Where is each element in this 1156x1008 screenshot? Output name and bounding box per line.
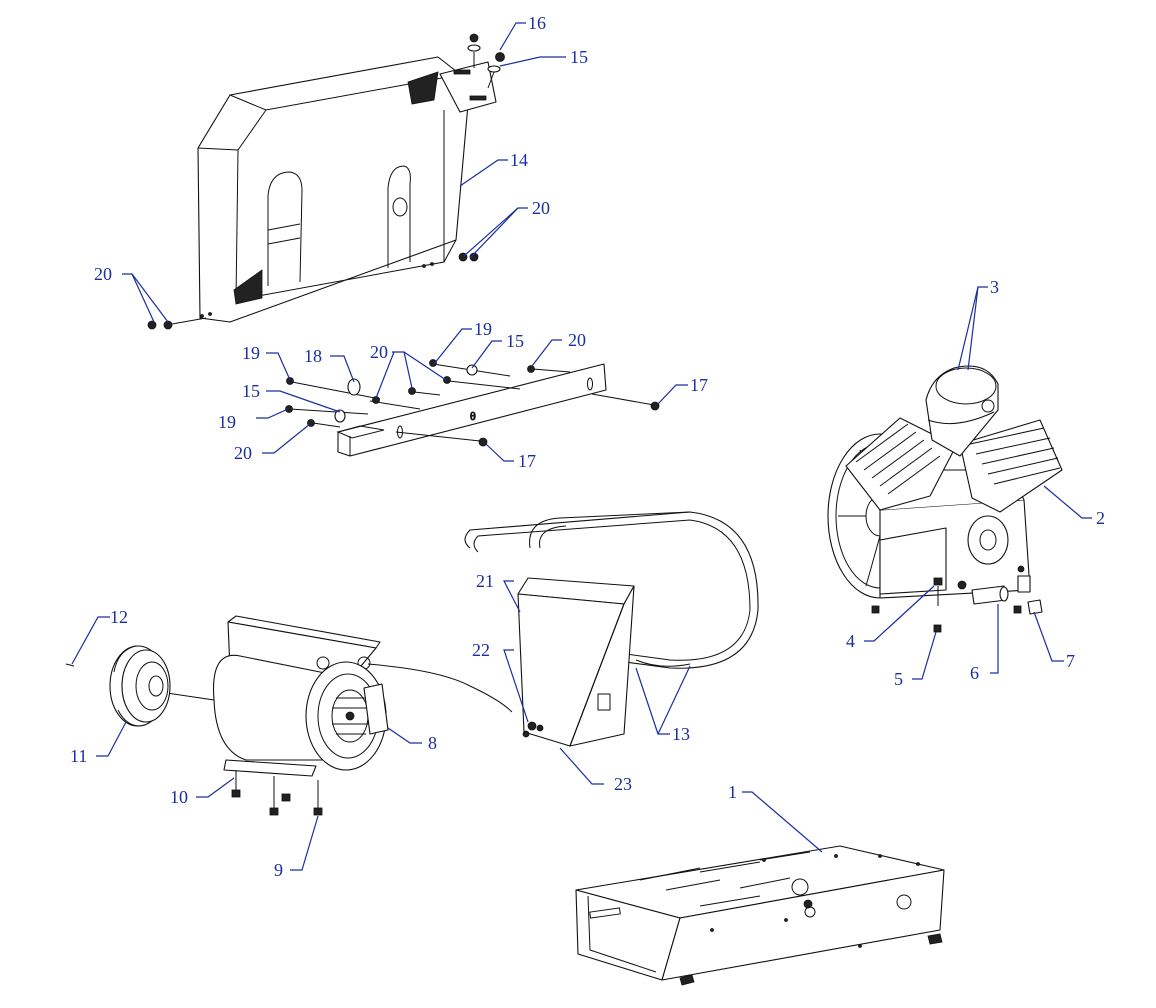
- callout-15: 15: [570, 47, 588, 67]
- callout-17: 17: [518, 451, 536, 471]
- callout-9: 9: [274, 860, 283, 880]
- callout-5: 5: [894, 669, 903, 689]
- callout-23: 23: [614, 774, 632, 794]
- callout-21: 21: [476, 571, 494, 591]
- guard-hardware: [147, 33, 505, 330]
- callout-11: 11: [70, 746, 87, 766]
- callout-leaders: [71, 22, 1092, 871]
- callout-19: 19: [474, 319, 492, 339]
- callout-13: 13: [672, 724, 690, 744]
- callout-7: 7: [1066, 651, 1075, 671]
- callout-18: 18: [304, 346, 322, 366]
- compressor-pump: [827, 365, 1063, 633]
- callout-14: 14: [510, 150, 528, 170]
- callout-6: 6: [970, 663, 979, 683]
- belt-guard: [197, 56, 497, 323]
- callout-15: 15: [506, 331, 524, 351]
- callout-8: 8: [428, 733, 437, 753]
- callout-1: 1: [728, 782, 737, 802]
- callout-12: 12: [110, 607, 128, 627]
- callout-3: 3: [990, 277, 999, 297]
- motor: [159, 615, 513, 816]
- callout-20: 20: [94, 264, 112, 284]
- pressure-switch-box: [517, 577, 635, 747]
- callout-4: 4: [846, 631, 855, 651]
- callout-15: 15: [242, 381, 260, 401]
- callout-10: 10: [170, 787, 188, 807]
- callout-labels: 16 15 14 20 20 3 2 19 15 20 19 18 20 17 …: [70, 13, 1105, 880]
- callout-20: 20: [532, 198, 550, 218]
- motor-pulley: [65, 645, 171, 727]
- base-frame: [575, 845, 945, 986]
- callout-20: 20: [568, 330, 586, 350]
- callout-22: 22: [472, 640, 490, 660]
- callout-2: 2: [1096, 508, 1105, 528]
- callout-16: 16: [528, 13, 546, 33]
- svg-text:θ: θ: [470, 409, 476, 423]
- callout-20: 20: [370, 342, 388, 362]
- callout-19: 19: [218, 412, 236, 432]
- callout-17: 17: [690, 375, 708, 395]
- callout-19: 19: [242, 343, 260, 363]
- callout-20: 20: [234, 443, 252, 463]
- guard-bracket: θ: [285, 359, 660, 457]
